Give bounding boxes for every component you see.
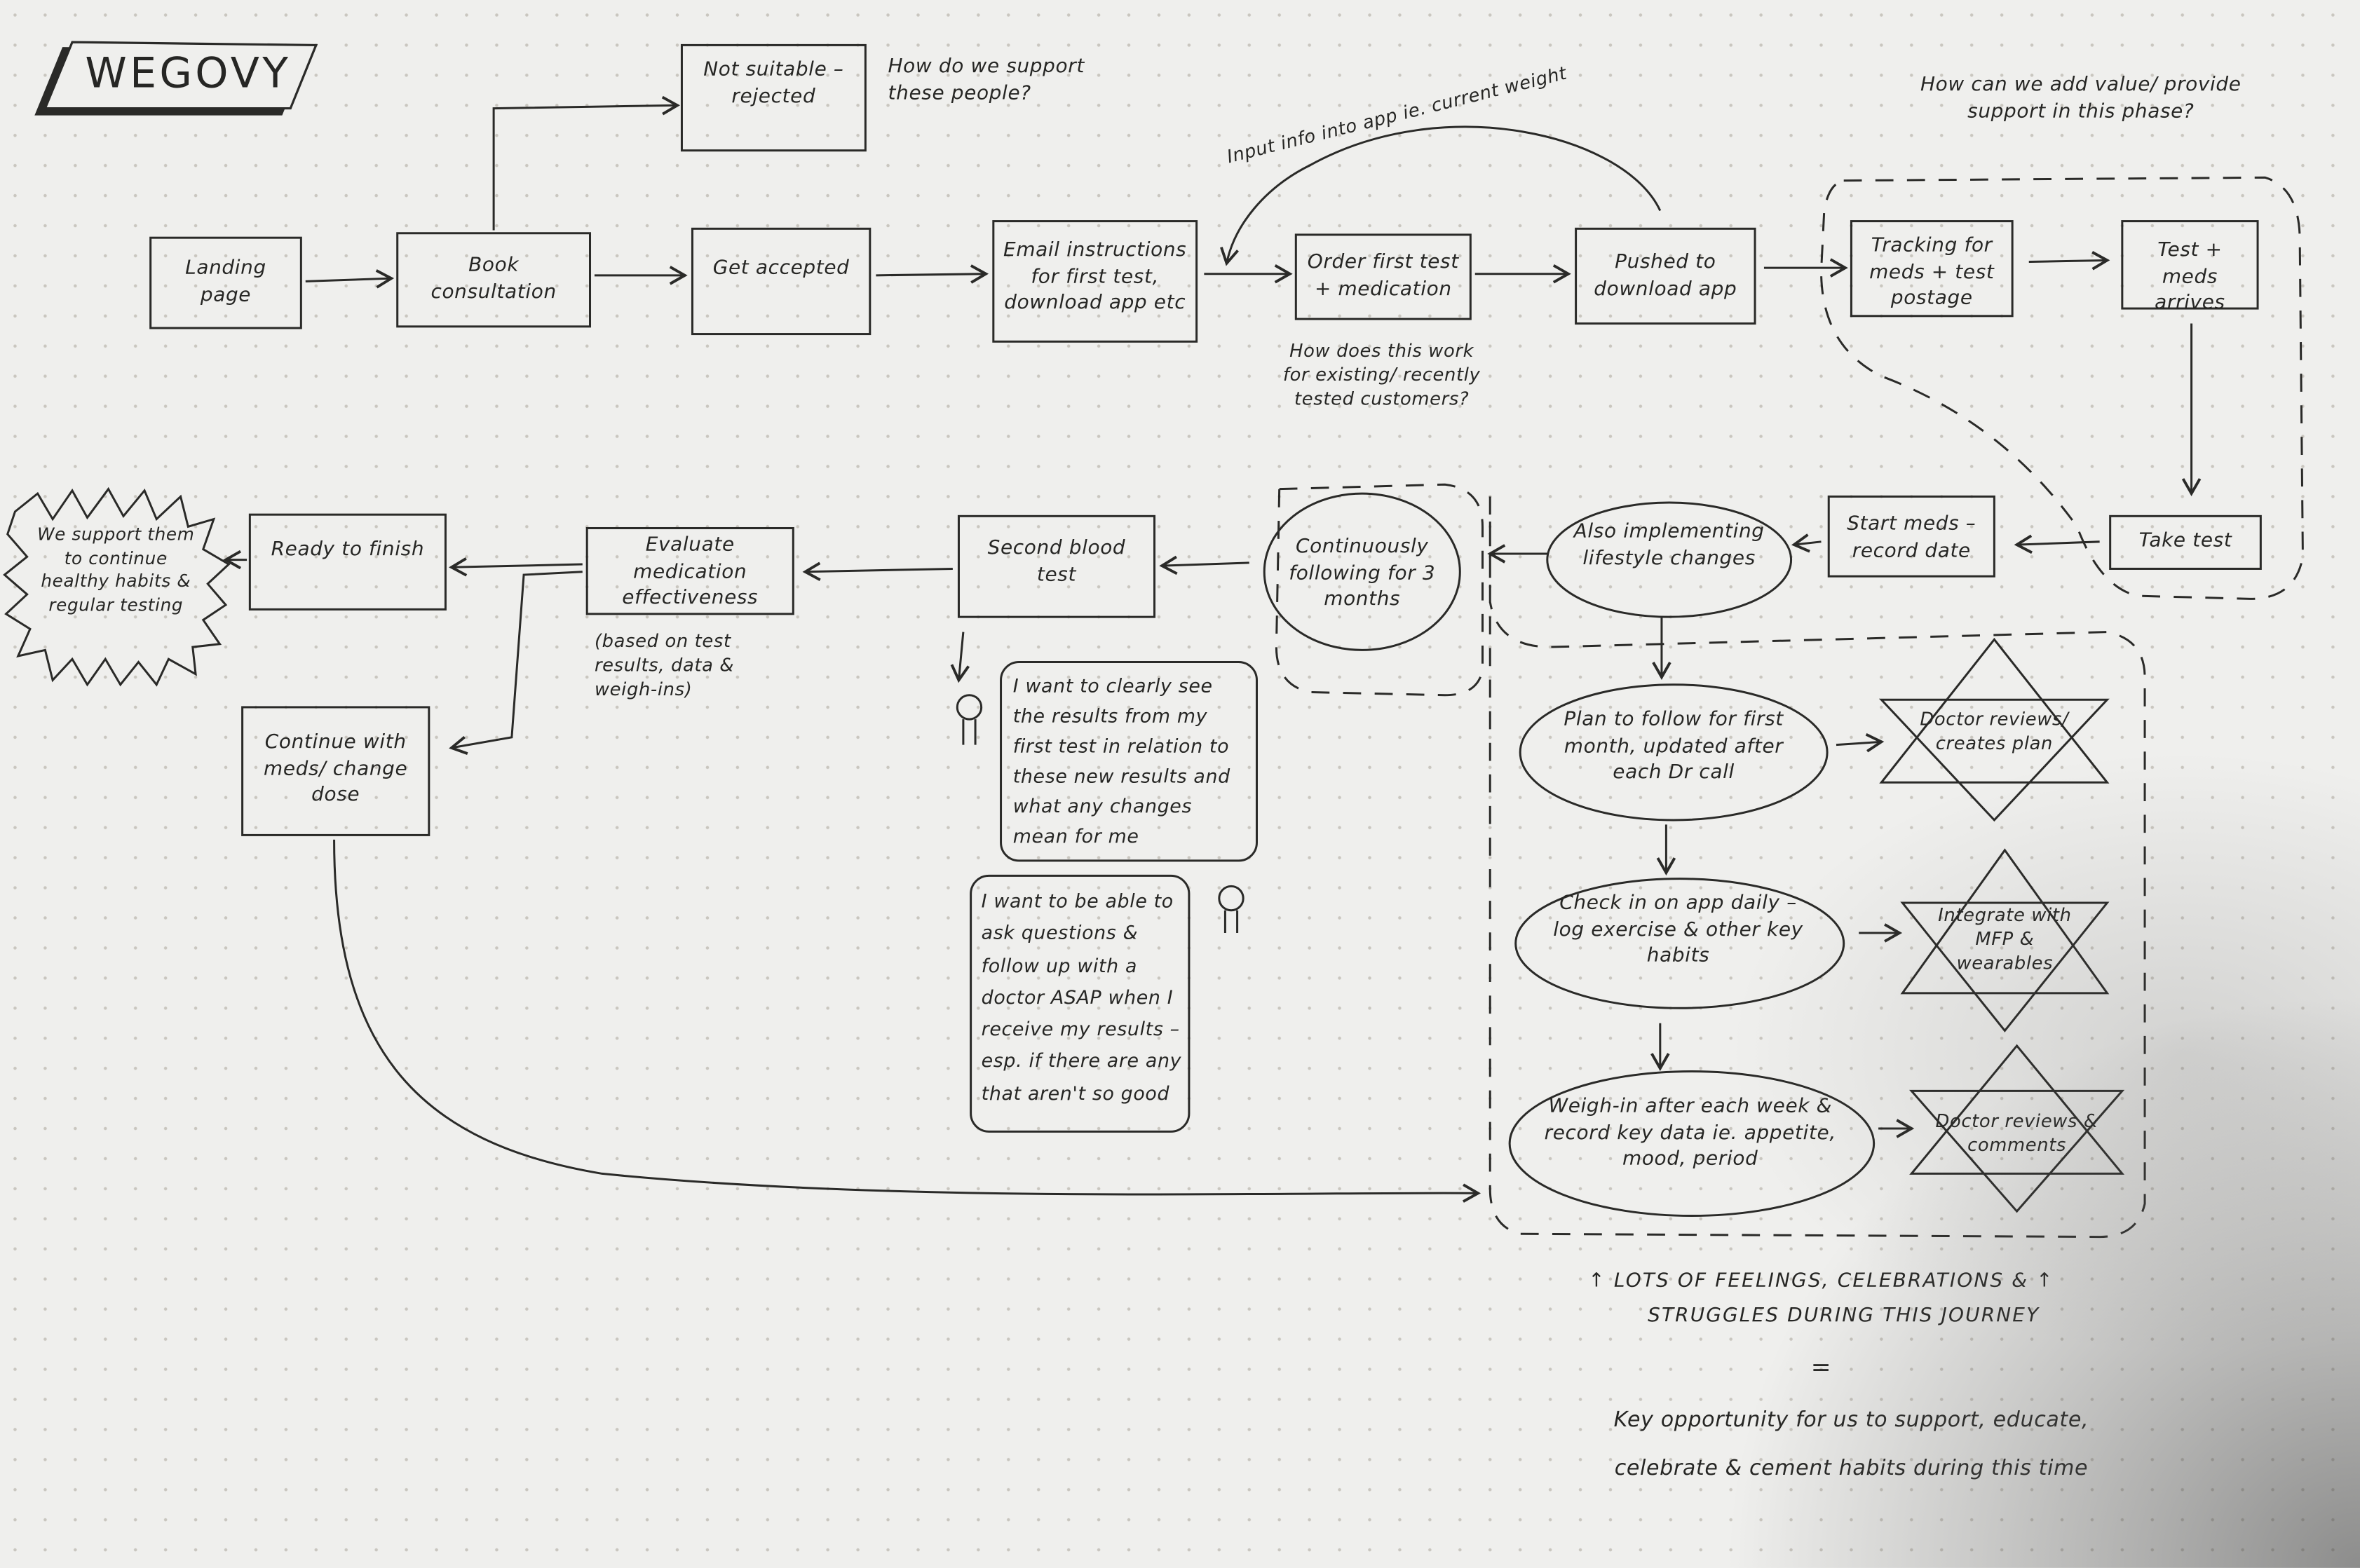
- note-struggles: struggles during this journey: [1648, 1304, 2040, 1328]
- node-integrate-mfp: Integrate with MFP & wearables: [1938, 904, 2072, 974]
- node-start-meds: Start meds – record date: [1847, 513, 1976, 562]
- page-title: WEGOVY: [85, 48, 292, 98]
- quote-clear-results: I want to clearly see the results from m…: [1012, 674, 1230, 847]
- node-tracking-postage: Tracking for meds + test postage: [1869, 234, 1995, 311]
- node-get-accepted: Get accepted: [712, 257, 850, 280]
- node-pushed-to-download: Pushed to download app: [1594, 251, 1737, 301]
- node-doctor-creates-plan: Doctor reviews/ creates plan: [1920, 709, 2069, 754]
- note-based-on: (based on test results, data & weigh-ins…: [594, 630, 735, 701]
- node-ready-to-finish: Ready to finish: [271, 538, 425, 561]
- node-test-meds-arrives: Test + meds arrives: [2155, 239, 2225, 315]
- node-weigh-in: Weigh-in after each week & record key da…: [1544, 1095, 1836, 1171]
- node-order-first-test: Order first test + medication: [1307, 251, 1459, 301]
- note-support-people: How do we support these people?: [888, 55, 1085, 105]
- node-landing-page: Landing page: [185, 257, 266, 306]
- node-continue-meds: Continue with meds/ change dose: [264, 731, 408, 807]
- note-equals: =: [1810, 1352, 1832, 1382]
- node-evaluate-medication: Evaluate medication effectiveness: [622, 534, 759, 610]
- node-email-instructions: Email instructions for first test, downl…: [1003, 239, 1187, 315]
- node-continuously-following: Continuously following for 3 months: [1289, 536, 1436, 611]
- node-take-test: Take test: [2138, 529, 2232, 552]
- note-existing-customers: How does this work for existing/ recentl…: [1282, 340, 1481, 410]
- node-doctor-comments: Doctor reviews & comments: [1935, 1110, 2098, 1157]
- quote-ask-doctor: I want to be able to ask questions & fol…: [981, 889, 1182, 1104]
- node-check-in-daily: Check in on app daily – log exercise & o…: [1553, 892, 1803, 968]
- note-feelings: ↑ Lots of feelings, celebrations & ↑: [1588, 1269, 2054, 1293]
- node-book-consultation: Book consultation: [430, 254, 557, 304]
- note-add-value: How can we add value/ provide support in…: [1920, 74, 2242, 123]
- node-plan-first-month: Plan to follow for first month, updated …: [1564, 709, 1784, 784]
- node-we-support: We support them to continue healthy habi…: [37, 524, 195, 615]
- node-lifestyle-changes: Also implementing lifestyle changes: [1573, 520, 1765, 570]
- node-second-blood-test: Second blood test: [987, 537, 1126, 587]
- note-key-opportunity: Key opportunity for us to support, educa…: [1613, 1408, 2089, 1481]
- node-not-suitable: Not suitable – rejected: [703, 58, 844, 108]
